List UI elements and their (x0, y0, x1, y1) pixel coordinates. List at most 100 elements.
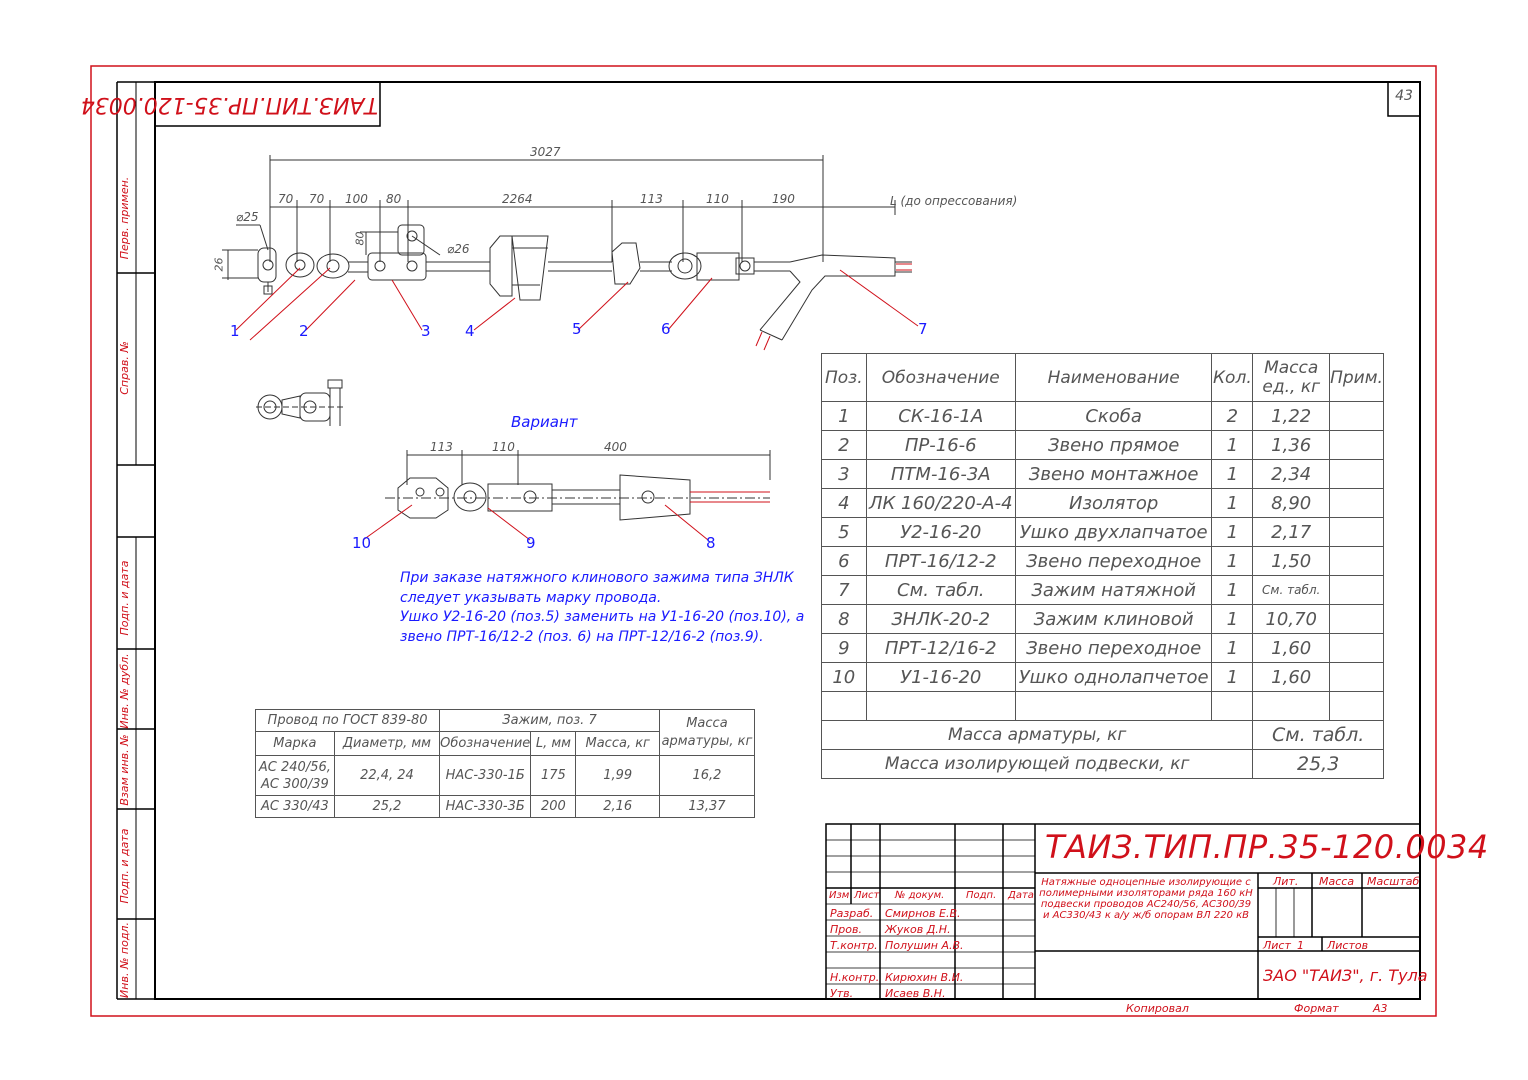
tb-no-dokum: № докум. (895, 890, 945, 901)
spec-cell-oboz: У1-16-20 (865, 662, 1016, 692)
tb-razrab: Разраб. (830, 907, 874, 920)
wire-cell-L: 200 (530, 795, 577, 818)
table-row: АС 240/56, АС 300/39 22,4, 24 НАС-330-1Б… (255, 755, 756, 796)
spec-cell-prim (1329, 575, 1384, 605)
tb-tkontr-name: Полушин А.В. (885, 939, 964, 952)
spec-cell-prim (1329, 633, 1384, 663)
wire-header-massa: Масса арматуры, кг (658, 709, 756, 756)
label-vzam-inv: Взам инв. № (118, 734, 131, 806)
stamp-top: ТАИЗ.ТИП.ПР.35-120.0034 (80, 92, 378, 117)
wire-header-provod: Провод по ГОСТ 839-80 (254, 709, 441, 732)
tb-format: Формат (1294, 1002, 1339, 1015)
spec-cell-massa: 2,17 (1252, 517, 1331, 547)
tb-nkontr-name: Кирюхин В.И. (885, 971, 964, 984)
label-sprav-no: Справ. № (118, 341, 131, 395)
spec-cell-massa: 1,36 (1252, 430, 1331, 460)
spec-cell-pos: 1 (821, 401, 867, 431)
spec-header-pos: Поз. (821, 353, 867, 402)
spec-cell-kol: 1 (1211, 662, 1254, 692)
wire-cell-mass: 1,99 (575, 755, 660, 796)
position-label-3: 3 (421, 322, 431, 340)
label-perv-primen: Перв. примен. (118, 176, 131, 260)
position-label-10: 10 (352, 534, 372, 552)
spec-cell-oboz: ПРТ-16/12-2 (865, 546, 1016, 576)
table-row: АС 330/43 25,2 НАС-330-3Б 200 2,16 13,37 (255, 795, 756, 818)
spec-cell-prim (1329, 430, 1384, 460)
spec-cell-pos (821, 691, 867, 721)
position-label-9: 9 (526, 534, 536, 552)
tb-prov-name: Жуков Д.Н. (885, 923, 951, 936)
spec-cell-prim (1329, 488, 1384, 518)
wire-header-mass: Масса, кг (575, 731, 660, 756)
dim-L: L (до опрессования) (890, 194, 1018, 208)
tb-utv-name: Исаев В.Н. (885, 987, 946, 1000)
wire-cell-diam: 22,4, 24 (333, 755, 441, 796)
order-note-line-1: При заказе натяжного клинового зажима ти… (400, 570, 794, 586)
spec-header-kol: Кол. (1211, 353, 1254, 402)
spec-cell-oboz (865, 691, 1016, 721)
tb-list-label: Лист (1263, 939, 1291, 952)
document-code: ТАИЗ.ТИП.ПР.35-120.0034 (1045, 828, 1489, 866)
tb-listov: Листов (1327, 939, 1369, 952)
dim-70b: 70 (309, 192, 325, 206)
dim-26: 26 (212, 257, 226, 272)
spec-cell-prim (1329, 662, 1384, 692)
spec-cell-massa: 1,22 (1252, 401, 1331, 431)
tb-prov: Пров. (830, 923, 862, 936)
dim-total: 3027 (530, 145, 561, 159)
spec-cell-prim (1329, 401, 1384, 431)
spec-cell-kol: 1 (1211, 488, 1254, 518)
position-label-1: 1 (230, 322, 240, 340)
spec-cell-massa: 8,90 (1252, 488, 1331, 518)
order-note-line-4: звено ПРТ-16/12-2 (поз. 6) на ПРТ-12/16-… (400, 628, 764, 645)
tb-format-value: А3 (1373, 1002, 1388, 1015)
tb-lit: Лит. (1273, 875, 1299, 888)
variant-title: Вариант (511, 413, 578, 431)
wire-cell-L: 175 (530, 755, 577, 796)
label-podp-data-1: Подп. и дата (118, 560, 131, 636)
spec-cell-naim: Зажим клиновой (1014, 604, 1213, 634)
tb-org: ЗАО "ТАИЗ", г. Тула (1263, 966, 1428, 985)
mass-armatury-value: См. табл. (1252, 720, 1384, 750)
dim-113: 113 (640, 192, 663, 206)
wire-header-L: L, мм (530, 731, 577, 756)
mass-podveski-label: Масса изолирующей подвески, кг (820, 749, 1254, 779)
spec-cell-massa: 1,60 (1252, 662, 1331, 692)
tb-podp: Подп. (966, 890, 997, 901)
label-inv-dubl: Инв. № дубл. (118, 653, 131, 729)
spec-cell-oboz: ПР-16-6 (865, 430, 1016, 460)
dim-190: 190 (772, 192, 795, 206)
mass-armatury-label: Масса арматуры, кг (820, 720, 1254, 750)
spec-cell-naim: Звено переходное (1014, 633, 1213, 663)
wire-cell-mass: 2,16 (575, 795, 660, 818)
spec-cell-prim (1329, 604, 1384, 634)
wire-cell-massa: 16,2 (658, 755, 756, 796)
spec-cell-oboz: У2-16-20 (865, 517, 1016, 547)
sheet-number: 43 (1395, 88, 1413, 104)
spec-cell-massa: 2,34 (1252, 459, 1331, 489)
wire-table: Провод по ГОСТ 839-80 Зажим, поз. 7 Масс… (254, 709, 756, 818)
spec-cell-kol: 1 (1211, 459, 1254, 489)
dim-phi25: ⌀25 (236, 210, 259, 224)
spec-cell-prim (1329, 546, 1384, 576)
spec-cell-naim: Звено переходное (1014, 546, 1213, 576)
spec-cell-kol: 1 (1211, 633, 1254, 663)
order-note: При заказе натяжного клинового зажима ти… (400, 569, 804, 647)
spec-cell-naim: Звено монтажное (1014, 459, 1213, 489)
tb-izm: Изм (829, 890, 850, 901)
spec-cell-kol: 1 (1211, 517, 1254, 547)
spec-cell-massa: См. табл. (1252, 575, 1331, 605)
spec-cell-prim (1329, 691, 1384, 721)
position-label-8: 8 (706, 534, 716, 552)
dim-2264: 2264 (502, 192, 533, 206)
label-inv-podl: Инв. № подл. (118, 922, 131, 998)
spec-cell-massa: 1,50 (1252, 546, 1331, 576)
spec-cell-pos: 9 (821, 633, 867, 663)
